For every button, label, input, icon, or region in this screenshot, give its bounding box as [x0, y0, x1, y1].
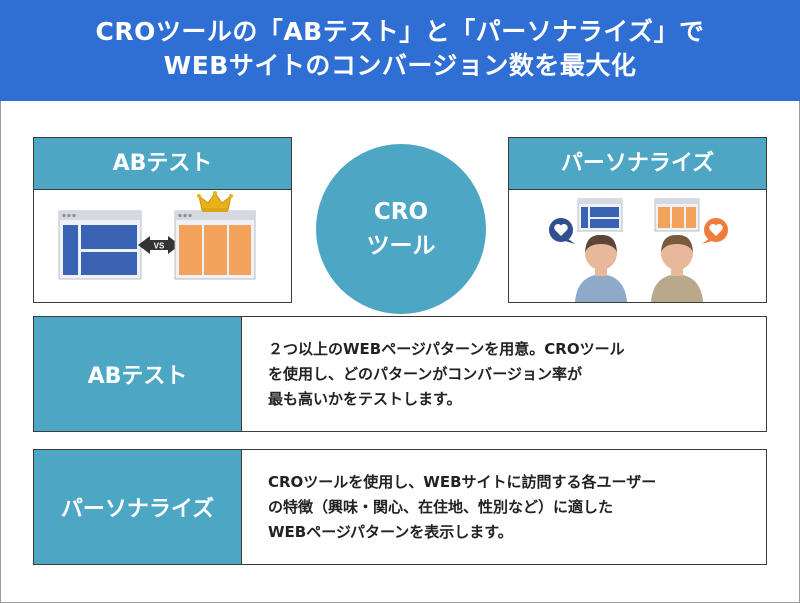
- ab-test-description-line3: 最も高いかをテストします。: [268, 389, 462, 408]
- personalize-illustration: [509, 190, 766, 302]
- personalize-description-row: パーソナライズ CROツールを使用し、WEBサイトに訪問する各ユーザー の特徴（…: [33, 449, 767, 565]
- ab-test-card-title: ABテスト: [34, 138, 291, 190]
- personalize-card-title: パーソナライズ: [509, 138, 766, 190]
- heart-bubble-icon-orange: [702, 218, 728, 244]
- cro-tool-circle: CRO ツール: [316, 144, 486, 314]
- personalize-description: CROツールを使用し、WEBサイトに訪問する各ユーザー の特徴（興味・関心、在住…: [268, 450, 758, 564]
- personalize-row-label: パーソナライズ: [34, 450, 242, 564]
- user-avatar-icon-left: [575, 234, 627, 302]
- title-line-2: WEBサイトのコンバージョン数を最大化: [163, 51, 637, 80]
- personalize-description-line3: WEBページパターンを表示します。: [268, 522, 513, 541]
- header-banner: CROツールの「ABテスト」と「パーソナライズ」で WEBサイトのコンバージョン…: [0, 0, 800, 101]
- ab-test-card: ABテスト VS: [33, 137, 292, 303]
- crown-icon: [197, 191, 233, 212]
- vs-double-arrow-icon: [138, 236, 180, 254]
- cro-tool-label-line2: ツール: [366, 233, 436, 259]
- webpage-b-icon: [174, 210, 256, 280]
- ab-test-description: ２つ以上のWEBページパターンを用意。CROツール を使用し、どのパターンがコン…: [268, 317, 758, 431]
- user-avatar-icon-right: [651, 234, 703, 302]
- heart-bubble-icon-blue: [549, 218, 575, 244]
- webpage-blue-icon: [577, 198, 623, 232]
- title-line-1: CROツールの「ABテスト」と「パーソナライズ」で: [95, 17, 705, 46]
- personalize-card: パーソナライズ: [508, 137, 767, 303]
- personalize-description-line1: CROツールを使用し、WEBサイトに訪問する各ユーザー: [268, 472, 657, 491]
- personalize-description-line2: の特徴（興味・関心、在住地、性別など）に適した: [268, 497, 614, 516]
- cro-tool-label-line1: CRO: [373, 199, 429, 225]
- ab-test-description-row: ABテスト ２つ以上のWEBページパターンを用意。CROツール を使用し、どのパ…: [33, 316, 767, 432]
- ab-test-description-line1: ２つ以上のWEBページパターンを用意。CROツール: [268, 339, 625, 358]
- ab-test-description-line2: を使用し、どのパターンがコンバージョン率が: [268, 364, 582, 383]
- webpage-a-icon: [58, 210, 142, 280]
- ab-test-illustration: VS: [34, 190, 291, 302]
- ab-test-row-label: ABテスト: [34, 317, 242, 431]
- webpage-orange-icon: [654, 198, 700, 232]
- vs-label: VS: [154, 242, 165, 251]
